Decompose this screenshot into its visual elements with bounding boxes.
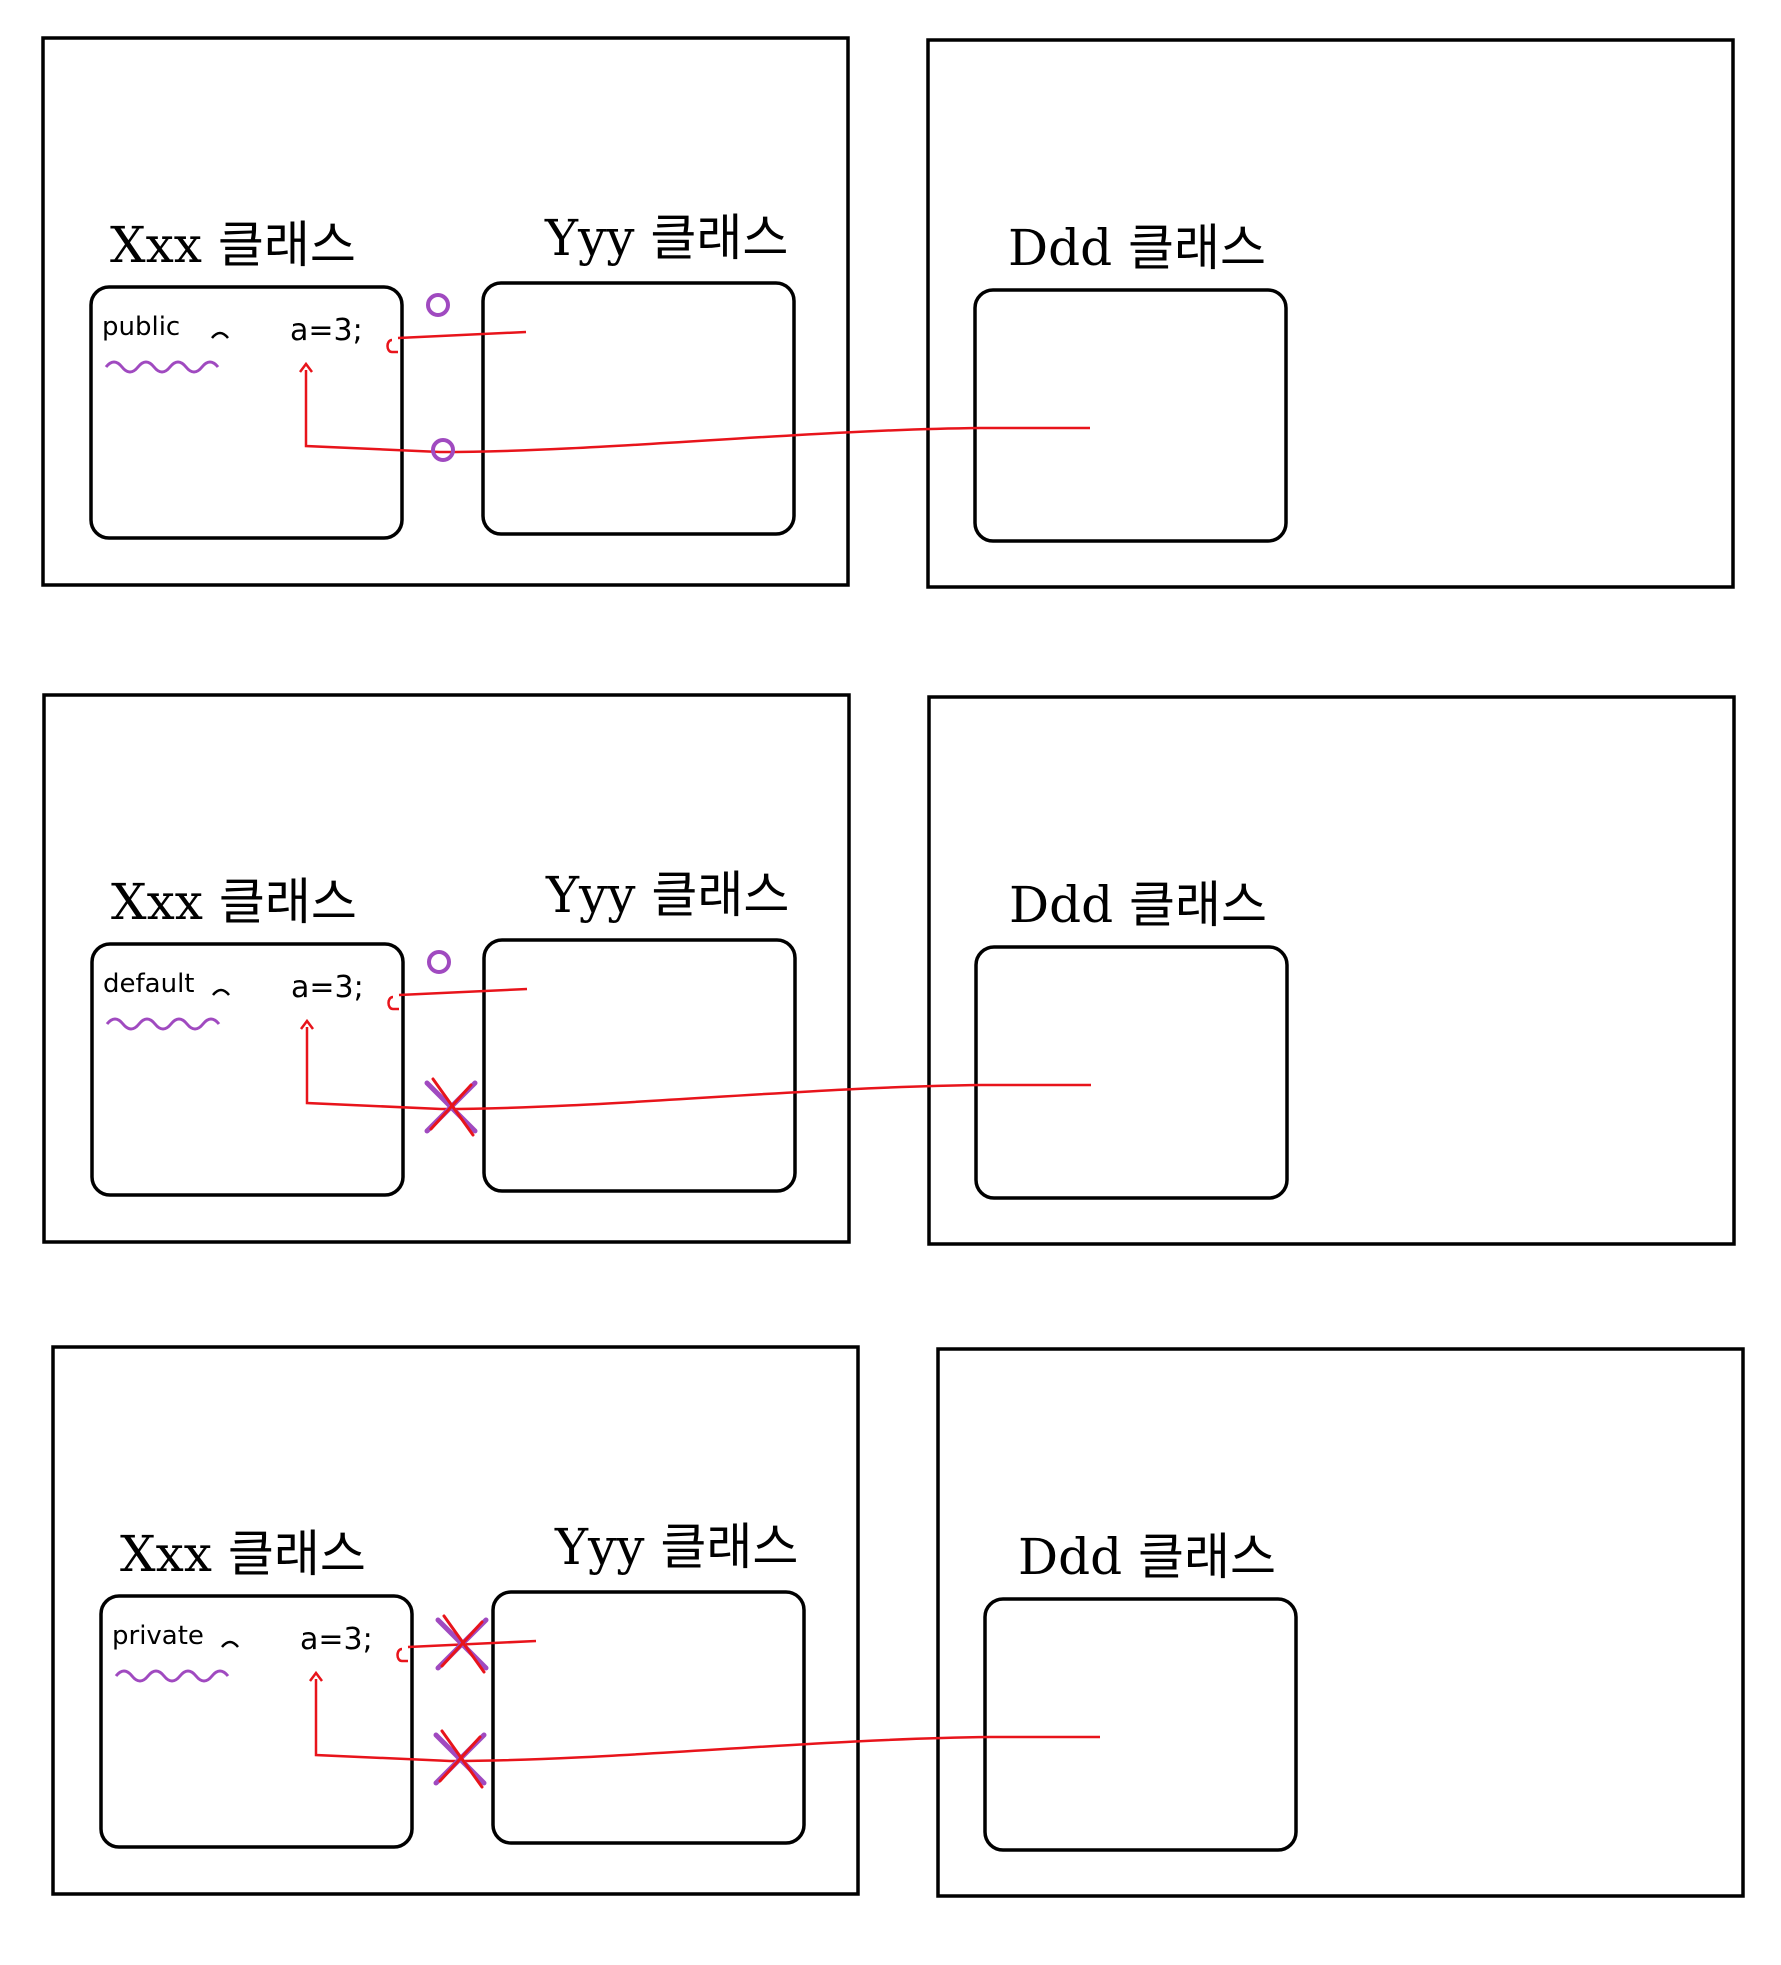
- scenario-panel-private: Xxx 클래스 Yyy 클래스 Ddd 클래스 private a=3;: [51, 1345, 1745, 1898]
- package-frame-left: [51, 1345, 860, 1896]
- field-label: a=3;: [300, 1622, 373, 1657]
- x-mark-stroke: [440, 1620, 484, 1668]
- modifier-label: private: [112, 1621, 204, 1651]
- field-label: a=3;: [290, 313, 363, 348]
- modifier-underline: [114, 1669, 230, 1683]
- access-ok-mark: [427, 950, 451, 974]
- access-denied-mark: [424, 1077, 478, 1137]
- scenario-panel-default: Xxx 클래스 Yyy 클래스 Ddd 클래스 default a=3;: [42, 693, 1736, 1246]
- package-frame-right: [927, 695, 1736, 1246]
- package-frame-right: [926, 38, 1735, 589]
- access-line-same-package: [396, 1639, 537, 1663]
- class-title-xxx: Xxx 클래스: [111, 873, 357, 931]
- access-line-other-package: [304, 370, 1090, 454]
- class-title-ddd: Ddd 클래스: [1008, 219, 1266, 277]
- tilde-mark: [211, 331, 229, 339]
- class-box-ddd: [983, 1597, 1298, 1852]
- class-title-ddd: Ddd 클래스: [1009, 876, 1267, 934]
- x-mark-stroke: [438, 1735, 482, 1783]
- modifier-underline: [104, 360, 220, 374]
- class-title-yyy: Yyy 클래스: [545, 866, 789, 924]
- class-title-ddd: Ddd 클래스: [1018, 1528, 1276, 1586]
- access-line-same-package: [386, 330, 527, 354]
- class-title-yyy: Yyy 클래스: [544, 209, 788, 267]
- access-ok-mark: [426, 293, 450, 317]
- class-box-yyy: [491, 1590, 806, 1845]
- access-line-other-package: [314, 1679, 1100, 1763]
- access-line-arrowhead: [299, 361, 313, 373]
- modifier-underline: [105, 1017, 221, 1031]
- class-title-yyy: Yyy 클래스: [554, 1518, 798, 1576]
- package-frame-right: [936, 1347, 1745, 1898]
- modifier-label: default: [103, 969, 194, 999]
- access-line-arrowhead: [309, 1670, 323, 1682]
- access-line-same-package: [387, 987, 528, 1011]
- class-box-xxx: [89, 285, 404, 540]
- class-box-xxx: [90, 942, 405, 1197]
- modifier-label: public: [102, 312, 180, 342]
- tilde-mark: [221, 1640, 239, 1648]
- class-box-ddd: [974, 945, 1289, 1200]
- class-title-xxx: Xxx 클래스: [110, 216, 356, 274]
- scenario-panel-public: Xxx 클래스 Yyy 클래스 Ddd 클래스 public a=3;: [41, 36, 1735, 589]
- class-title-xxx: Xxx 클래스: [120, 1525, 366, 1583]
- x-mark-stroke: [429, 1083, 473, 1131]
- class-box-xxx: [99, 1594, 414, 1849]
- class-box-ddd: [973, 288, 1288, 543]
- package-frame-left: [41, 36, 850, 587]
- access-line-other-package: [305, 1027, 1091, 1111]
- access-line-arrowhead: [300, 1018, 314, 1030]
- access-denied-mark: [433, 1729, 487, 1789]
- tilde-mark: [212, 988, 230, 996]
- class-box-yyy: [481, 281, 796, 536]
- class-box-yyy: [482, 938, 797, 1193]
- package-frame-left: [42, 693, 851, 1244]
- field-label: a=3;: [291, 970, 364, 1005]
- access-denied-mark: [435, 1614, 489, 1674]
- access-ok-mark: [431, 438, 455, 462]
